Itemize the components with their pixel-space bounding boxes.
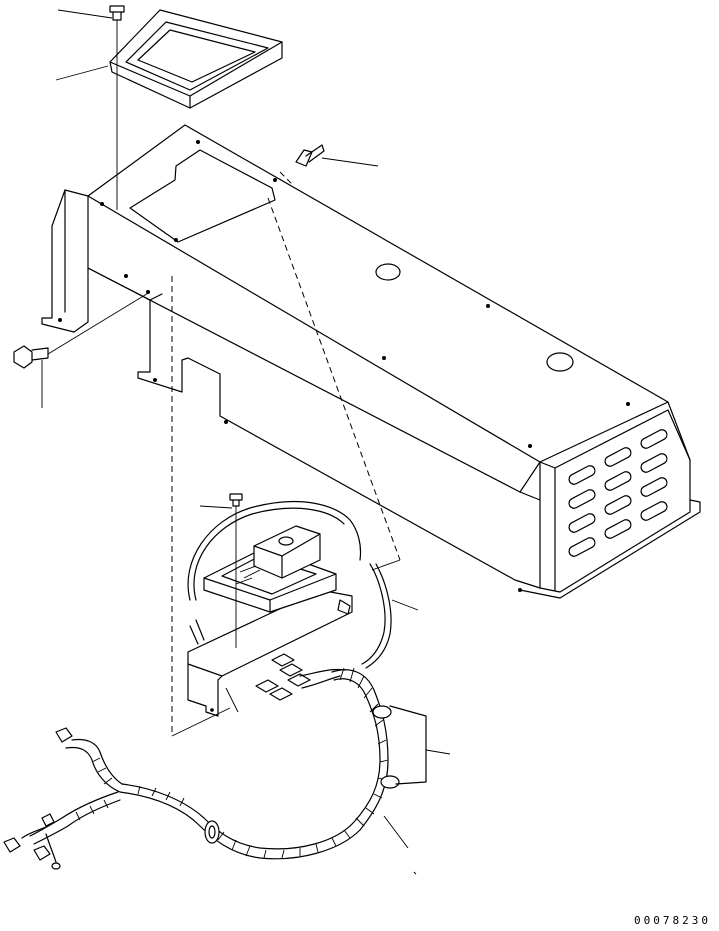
louver-vents — [568, 429, 668, 557]
top-screw — [109, 5, 125, 210]
alignment-lines — [171, 171, 401, 737]
main-cover — [41, 124, 701, 599]
side-bolt — [13, 291, 151, 369]
wiring-harness — [3, 667, 427, 870]
cover-bolt — [295, 144, 325, 167]
cable-loop — [187, 501, 392, 669]
controller-unit — [203, 525, 337, 613]
leader-lines — [41, 9, 451, 875]
cover-plate — [109, 9, 283, 109]
drawing-code: 00078230 — [634, 914, 711, 927]
wiring-connectors — [255, 653, 346, 701]
controller-screw — [229, 493, 243, 648]
